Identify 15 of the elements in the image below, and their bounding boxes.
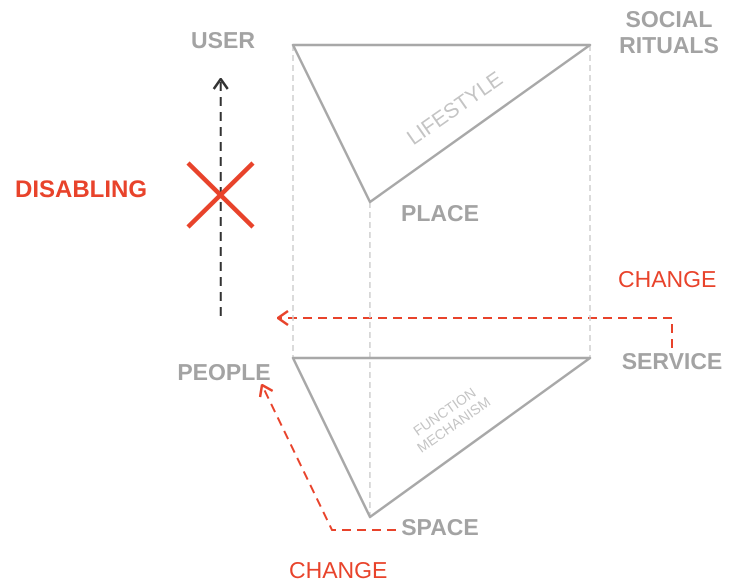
projection-line xyxy=(369,202,371,517)
arrow xyxy=(258,384,396,531)
axis-label: USER xyxy=(185,27,261,79)
axis-label: SPACE xyxy=(396,514,484,542)
axis-label: PEOPLE xyxy=(170,316,278,385)
axis-label: SOCIAL RITUALS xyxy=(608,6,730,64)
edge-label: CHANGE xyxy=(618,266,716,293)
arrow xyxy=(212,78,229,316)
edge-label: DISABLING xyxy=(15,176,147,204)
arrow xyxy=(276,310,673,348)
projection-line xyxy=(589,45,591,358)
projection-line xyxy=(292,45,294,358)
axis-label: SERVICE xyxy=(614,348,730,376)
edge-label: CHANGE xyxy=(289,557,388,584)
axis-label: PLACE xyxy=(396,200,484,228)
